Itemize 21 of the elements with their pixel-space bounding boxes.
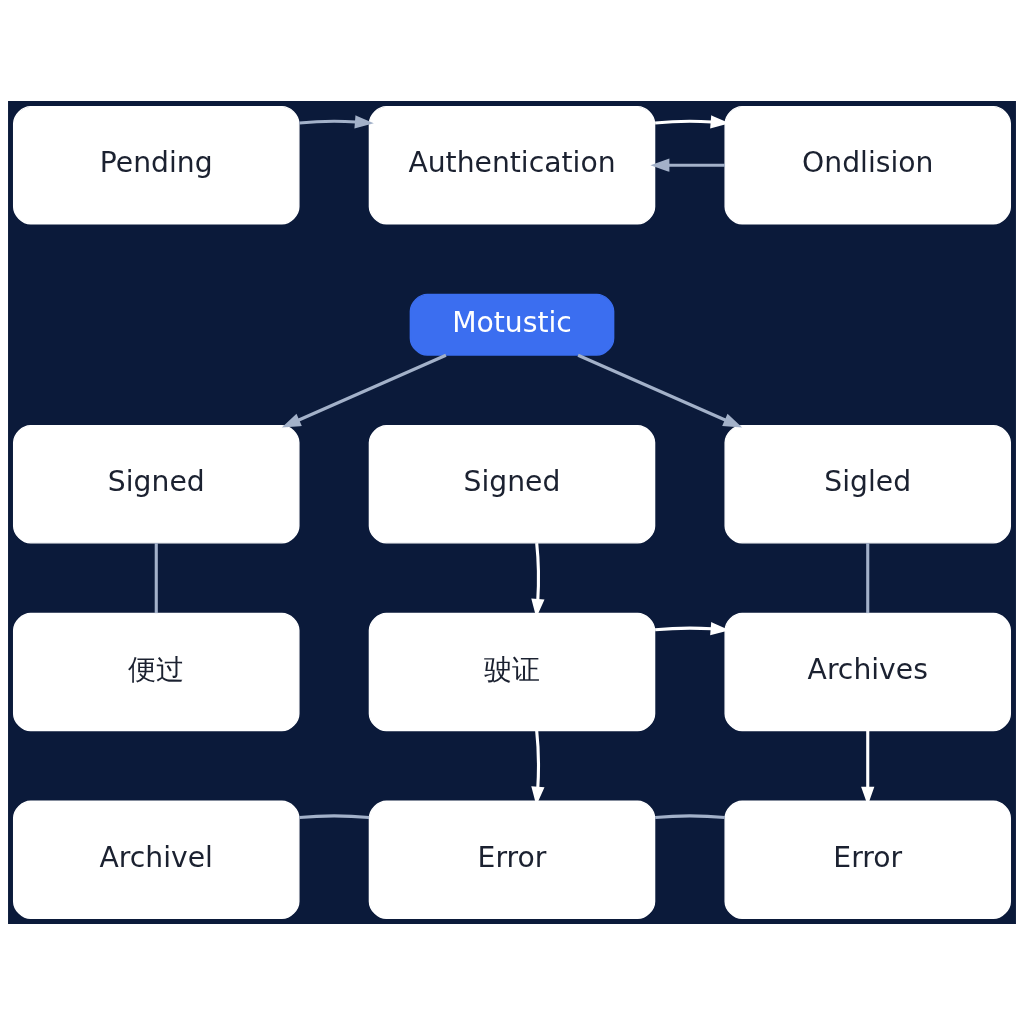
node-box: 便过: [12, 612, 300, 731]
node-box: Signed: [12, 424, 300, 544]
node-box: Pending: [12, 105, 300, 224]
arrow: [650, 158, 725, 172]
node-box: Sigled: [724, 424, 1012, 544]
arrow: [281, 353, 447, 428]
node-box: Archivel: [12, 800, 300, 919]
node-box: Archives: [724, 612, 1012, 731]
arrow: [299, 114, 374, 128]
node-box: Ondlision: [724, 105, 1012, 224]
node-box: Authentication: [368, 105, 656, 224]
connector: [154, 542, 158, 613]
connector: [299, 813, 370, 819]
connector: [655, 813, 726, 819]
connector: [866, 542, 870, 613]
node-box: Signed: [368, 424, 656, 544]
node-box: Error: [724, 800, 1012, 919]
node-box: Error: [368, 800, 656, 919]
node-box: Motustic: [409, 293, 615, 356]
node-box: 驶证: [368, 612, 656, 731]
arrow: [577, 353, 743, 428]
